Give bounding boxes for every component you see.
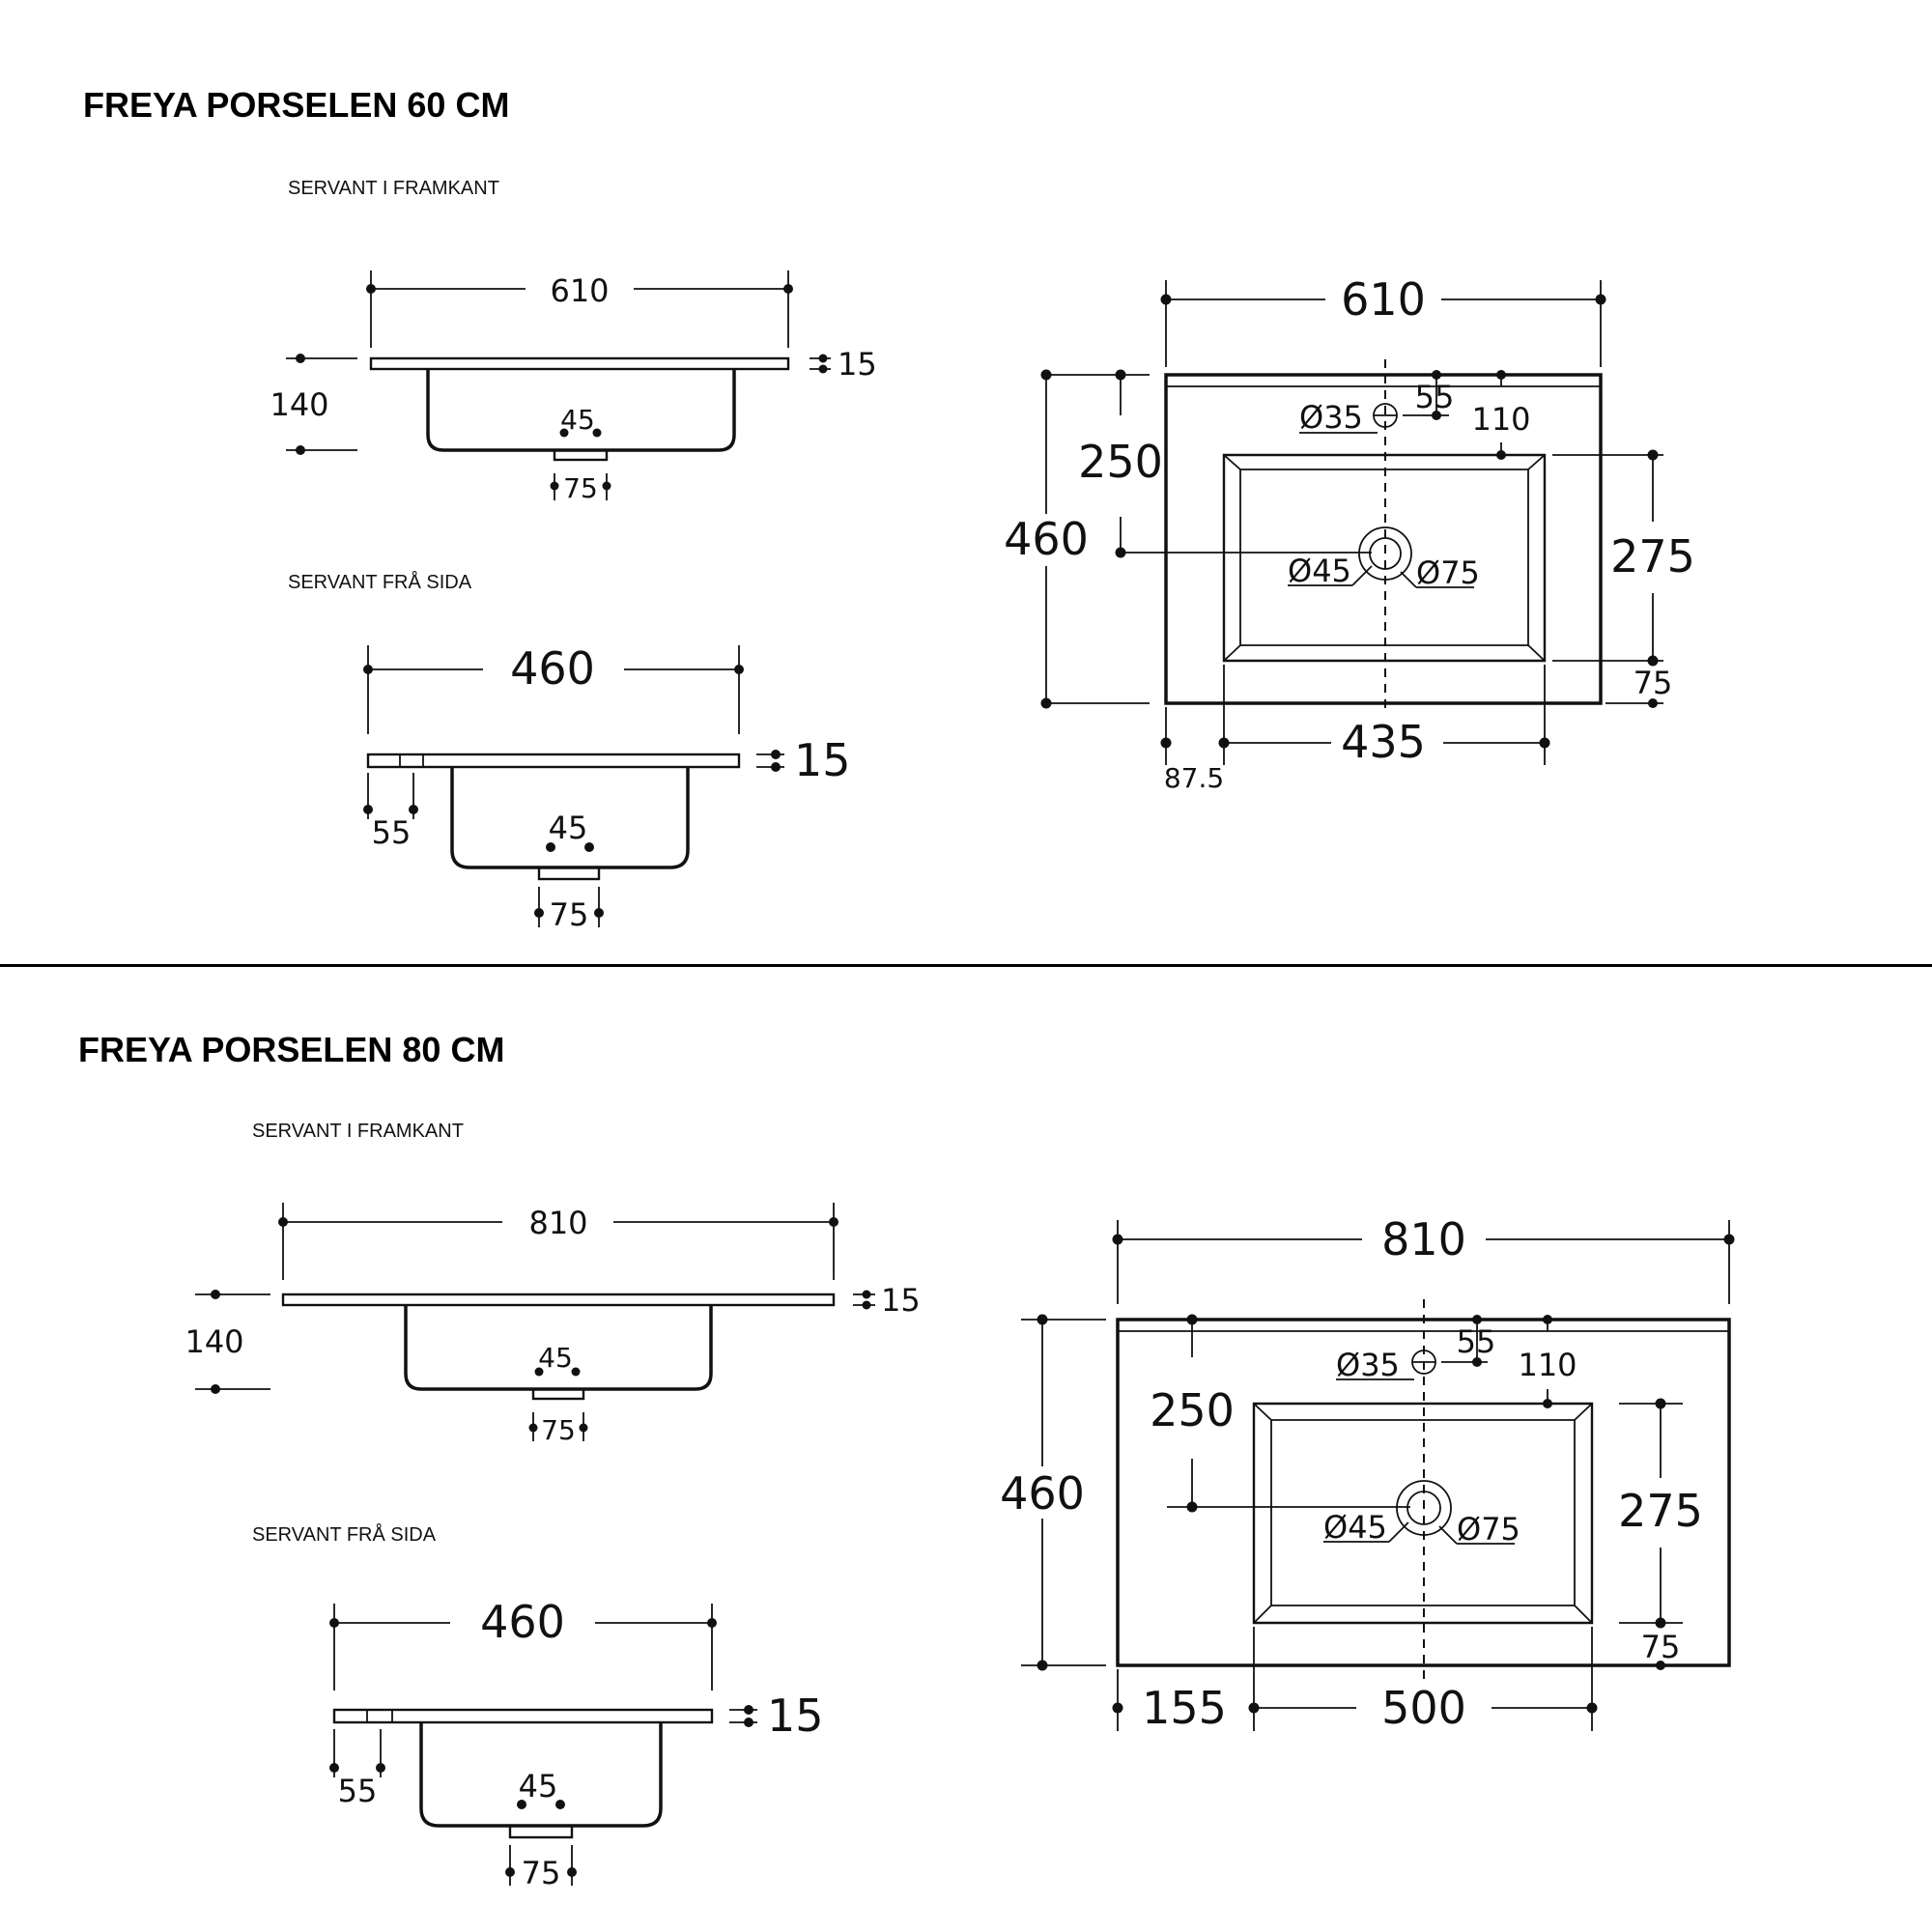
thickness-dimension: 15	[838, 346, 877, 383]
top-width-dimension: 610	[1341, 273, 1426, 326]
to-drain-dimension: 250	[1150, 1384, 1235, 1436]
drain-dimension: 75	[541, 1414, 576, 1446]
width-dimension: 610	[550, 272, 609, 309]
drain-dimension: 75	[563, 472, 598, 504]
height-dimension: 140	[270, 386, 328, 423]
section-title-80: FREYA PORSELEN 80 CM	[78, 1030, 505, 1069]
tap-offset-dimension: 55	[1415, 379, 1455, 415]
hole-dimension: 45	[519, 1768, 558, 1804]
side-view-label-80: SERVANT FRÅ SIDA	[252, 1524, 437, 1546]
drain-outer-label: Ø75	[1416, 554, 1480, 591]
side-margin-dimension: 87.5	[1164, 762, 1224, 794]
bowl-width-dimension: 435	[1341, 716, 1426, 768]
drain-dimension: 75	[550, 896, 589, 933]
bowl-width-dimension: 500	[1381, 1682, 1466, 1734]
thickness-dimension: 15	[767, 1690, 824, 1742]
bowl-depth-dimension: 275	[1610, 530, 1695, 582]
section-divider	[0, 964, 1932, 967]
thickness-dimension: 15	[881, 1282, 921, 1319]
section-title-60: FREYA PORSELEN 60 CM	[83, 85, 510, 125]
top-width-dimension: 810	[1381, 1213, 1466, 1265]
offset-dimension: 55	[338, 1773, 378, 1809]
hole-dimension: 45	[560, 404, 595, 436]
drain-dimension: 75	[522, 1855, 561, 1891]
depth-dimension: 460	[510, 642, 595, 695]
front-margin-dimension: 75	[1641, 1629, 1681, 1665]
drain-outer-label: Ø75	[1457, 1511, 1520, 1548]
front-view-label-60: SERVANT I FRAMKANT	[288, 178, 499, 199]
bowl-start-dimension: 110	[1518, 1347, 1577, 1383]
tap-hole-label: Ø35	[1336, 1347, 1400, 1383]
hole-dimension: 45	[538, 1342, 573, 1374]
hole-dimension: 45	[549, 810, 588, 846]
front-margin-dimension: 75	[1634, 665, 1673, 701]
side-margin-dimension: 155	[1142, 1682, 1227, 1734]
side-view-label-60: SERVANT FRÅ SIDA	[288, 572, 472, 593]
bowl-start-dimension: 110	[1471, 401, 1530, 438]
width-dimension: 810	[528, 1205, 587, 1241]
drain-hole-label: Ø45	[1323, 1509, 1387, 1546]
offset-dimension: 55	[372, 814, 412, 851]
depth-dimension: 460	[480, 1596, 565, 1648]
thickness-dimension: 15	[794, 734, 851, 786]
tap-offset-dimension: 55	[1457, 1323, 1496, 1360]
top-depth-dimension: 460	[1004, 513, 1089, 565]
tap-hole-label: Ø35	[1299, 399, 1363, 436]
bowl-depth-dimension: 275	[1618, 1485, 1703, 1537]
top-depth-dimension: 460	[1000, 1467, 1085, 1520]
drain-hole-label: Ø45	[1288, 553, 1351, 589]
front-view-label-80: SERVANT I FRAMKANT	[252, 1121, 464, 1142]
to-drain-dimension: 250	[1078, 436, 1163, 488]
height-dimension: 140	[185, 1323, 243, 1360]
